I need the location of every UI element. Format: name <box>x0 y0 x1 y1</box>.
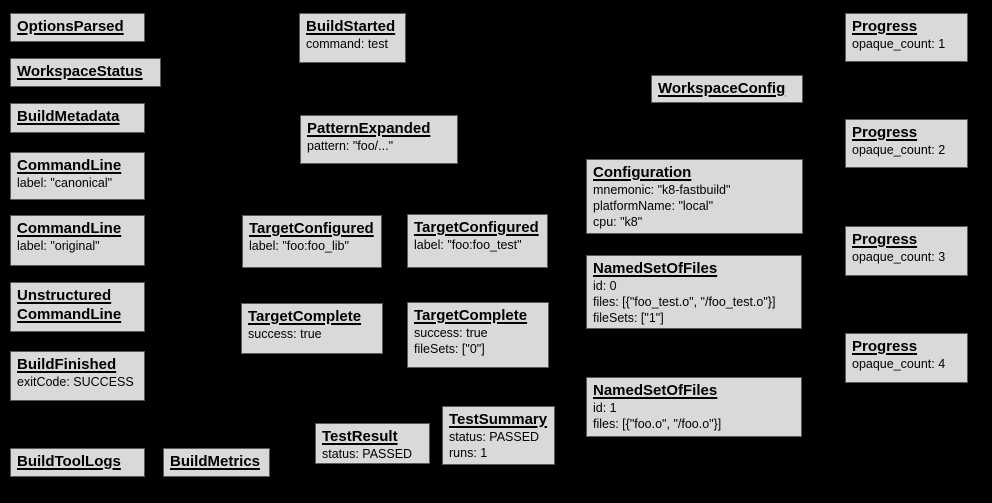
named-set-of-files-1-field-1: files: [{"foo.o", "/foo.o"}] <box>593 417 722 431</box>
test-summary-field-1: runs: 1 <box>449 446 488 460</box>
progress-2-title: Progress <box>852 124 918 141</box>
configuration-node: Configuration mnemonic: "k8-fastbuild" pla… <box>586 159 803 234</box>
target-complete-test-title: TargetComplete <box>414 307 528 324</box>
unstructured-command-line-title: Unstructured CommandLine <box>17 287 122 323</box>
configuration-field-1: platformName: "local" <box>593 199 714 213</box>
configuration-field-0: mnemonic: "k8-fastbuild" <box>593 183 731 197</box>
progress-2-node: Progress opaque_count: 2 <box>845 119 968 168</box>
named-set-of-files-0-title: NamedSetOfFiles <box>593 260 718 277</box>
named-set-of-files-0-field-0: id: 0 <box>593 279 617 293</box>
test-result-title: TestResult <box>322 428 398 445</box>
target-complete-lib-title: TargetComplete <box>248 308 362 325</box>
target-configured-foo-test-field-0: label: "foo:foo_test" <box>414 238 522 252</box>
command-line-canonical-title: CommandLine <box>17 157 122 174</box>
build-started-node: BuildStarted command: test <box>299 13 406 63</box>
target-configured-foo-lib-title: TargetConfigured <box>249 220 374 237</box>
build-metadata-node: BuildMetadata <box>10 103 145 133</box>
progress-3-field-0: opaque_count: 3 <box>852 250 946 264</box>
build-finished-field-0: exitCode: SUCCESS <box>17 375 134 389</box>
command-line-canonical-node: CommandLine label: "canonical" <box>10 152 145 200</box>
target-configured-foo-lib-field-0: label: "foo:foo_lib" <box>249 239 349 253</box>
target-configured-foo-test-node: TargetConfigured label: "foo:foo_test" <box>407 214 548 268</box>
target-complete-test-field-0: success: true <box>414 326 488 340</box>
build-metadata-title: BuildMetadata <box>17 108 120 125</box>
command-line-original-field-0: label: "original" <box>17 239 100 253</box>
test-summary-title: TestSummary <box>449 411 548 428</box>
target-configured-foo-lib-node: TargetConfigured label: "foo:foo_lib" <box>242 215 382 268</box>
build-finished-node: BuildFinished exitCode: SUCCESS <box>10 351 145 401</box>
target-configured-foo-test-title: TargetConfigured <box>414 219 539 236</box>
workspace-status-title: WorkspaceStatus <box>17 63 143 80</box>
workspace-config-title: WorkspaceConfig <box>658 80 786 97</box>
target-complete-lib-node: TargetComplete success: true <box>241 303 383 354</box>
workspace-status-node: WorkspaceStatus <box>10 58 161 87</box>
build-started-title: BuildStarted <box>306 18 396 35</box>
named-set-of-files-0-field-1: files: [{"foo_test.o", "/foo_test.o"}] <box>593 295 776 309</box>
progress-3-title: Progress <box>852 231 918 248</box>
test-summary-field-0: status: PASSED <box>449 430 540 444</box>
test-result-node: TestResult status: PASSED <box>315 423 430 464</box>
build-metrics-title: BuildMetrics <box>170 453 261 470</box>
pattern-expanded-node: PatternExpanded pattern: "foo/..." <box>300 115 458 164</box>
progress-1-field-0: opaque_count: 1 <box>852 37 946 51</box>
named-set-of-files-0-field-2: fileSets: ["1"] <box>593 311 664 325</box>
build-finished-title: BuildFinished <box>17 356 117 373</box>
progress-1-node: Progress opaque_count: 1 <box>845 13 968 62</box>
pattern-expanded-field-0: pattern: "foo/..." <box>307 139 394 153</box>
command-line-canonical-field-0: label: "canonical" <box>17 176 113 190</box>
workspace-config-node: WorkspaceConfig <box>651 75 803 103</box>
named-set-of-files-1-node: NamedSetOfFiles id: 1 files: [{"foo.o", "/… <box>586 377 802 437</box>
progress-1-title: Progress <box>852 18 918 35</box>
command-line-original-node: CommandLine label: "original" <box>10 215 145 266</box>
configuration-field-2: cpu: "k8" <box>593 215 643 229</box>
named-set-of-files-0-node: NamedSetOfFiles id: 0 files: [{"foo_test.o… <box>586 255 802 329</box>
pattern-expanded-title: PatternExpanded <box>307 120 431 137</box>
progress-4-field-0: opaque_count: 4 <box>852 357 946 371</box>
unstructured-command-line-node: Unstructured CommandLine <box>10 282 145 332</box>
test-summary-node: TestSummary status: PASSED runs: 1 <box>442 406 555 465</box>
target-complete-lib-field-0: success: true <box>248 327 322 341</box>
target-complete-test-field-1: fileSets: ["0"] <box>414 342 485 356</box>
named-set-of-files-1-field-0: id: 1 <box>593 401 617 415</box>
build-metrics-node: BuildMetrics <box>163 448 270 477</box>
configuration-title: Configuration <box>593 164 692 181</box>
progress-4-node: Progress opaque_count: 4 <box>845 333 968 383</box>
progress-3-node: Progress opaque_count: 3 <box>845 226 968 276</box>
test-result-field-0: status: PASSED <box>322 447 413 461</box>
named-set-of-files-1-title: NamedSetOfFiles <box>593 382 718 399</box>
options-parsed-node: OptionsParsed <box>10 13 145 42</box>
build-tool-logs-node: BuildToolLogs <box>10 448 145 477</box>
build-started-field-0: command: test <box>306 37 388 51</box>
command-line-original-title: CommandLine <box>17 220 122 237</box>
options-parsed-title: OptionsParsed <box>17 18 124 35</box>
build-tool-logs-title: BuildToolLogs <box>17 453 121 470</box>
progress-4-title: Progress <box>852 338 918 355</box>
target-complete-test-node: TargetComplete success: true fileSets: ["0… <box>407 302 549 368</box>
progress-2-field-0: opaque_count: 2 <box>852 143 946 157</box>
